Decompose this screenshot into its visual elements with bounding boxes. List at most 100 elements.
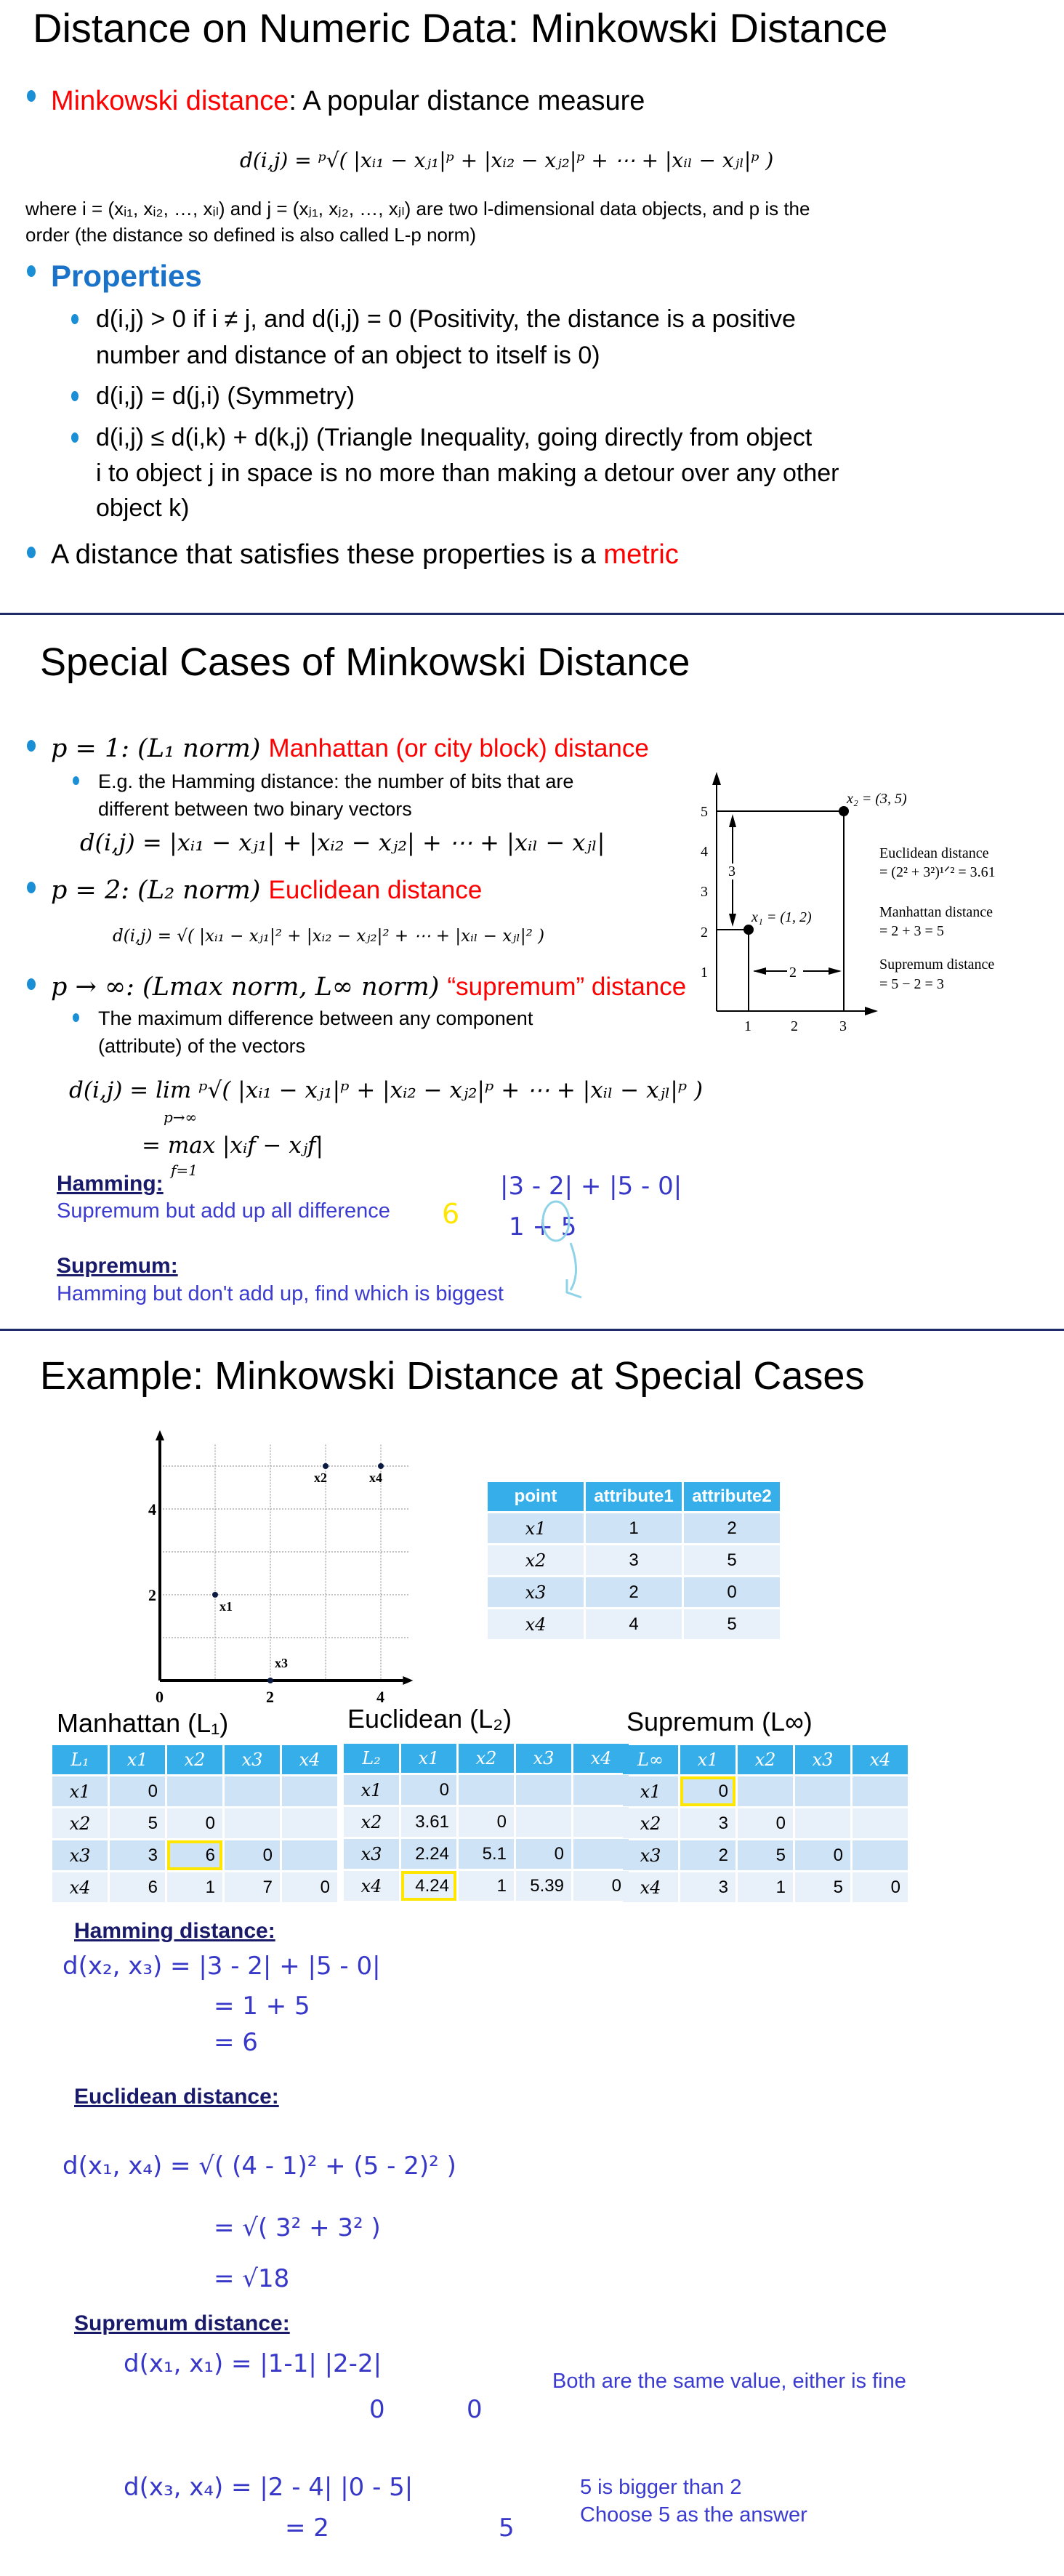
hamming-work-1: d(x₂, x₃) = |3 - 2| + |5 - 0| [63, 1952, 381, 1981]
table-cell: 0 [225, 1840, 280, 1870]
bullet-icon [71, 432, 78, 443]
handwritten-six: 6 [442, 1198, 460, 1230]
x-arrow-icon [865, 1007, 878, 1015]
table-cell: 0 [167, 1808, 222, 1838]
bullet-icon [27, 90, 36, 102]
table-cell: 0 [516, 1839, 571, 1869]
table-cell: x4 [52, 1872, 108, 1902]
column-header: x4 [573, 1744, 629, 1773]
property-triangle-2: i to object j in space is no more than m… [96, 459, 839, 487]
table-cell: 0 [401, 1775, 456, 1805]
figure-label: 2 [791, 1018, 798, 1034]
table-cell: 0 [795, 1840, 850, 1870]
section-divider [0, 1329, 1064, 1331]
figure-label: Supremum distance [879, 957, 994, 973]
figure-label: = (2² + 3²)¹ᐟ² = 3.61 [879, 864, 996, 880]
bullet-icon [71, 391, 78, 401]
table-cell [459, 1775, 514, 1805]
supremum-note-3: Choose 5 as the answer [580, 2503, 807, 2527]
table-cell: 0 [282, 1872, 337, 1902]
text: : A popular distance measure [289, 86, 645, 116]
figure-label: Manhattan distance [879, 904, 993, 920]
table-cell: 6 [110, 1872, 165, 1902]
x-arrow-icon [403, 1676, 414, 1685]
figure-label: 4 [701, 844, 708, 860]
column-header: point [488, 1482, 584, 1511]
table-cell: 5 [110, 1808, 165, 1838]
supremum-work-1b: 0 [467, 2395, 483, 2424]
fig-x2-label: x₂ = (3, 5) [846, 791, 907, 807]
table-cell [225, 1776, 280, 1806]
table-cell: 3 [110, 1840, 165, 1870]
text: A distance that satisfies these properti… [51, 539, 604, 570]
y-tick-label: 2 [148, 1586, 156, 1604]
euclidean-distance-label: Euclidean distance: [74, 2085, 279, 2109]
y-tick-label: 4 [148, 1500, 156, 1518]
column-header: L∞ [623, 1745, 678, 1774]
table-cell: x4 [488, 1609, 584, 1639]
table-cell: 5 [684, 1609, 780, 1639]
table-cell: 2.24 [401, 1839, 456, 1869]
point-label: x4 [369, 1470, 382, 1485]
fig-x1-label: x₁ = (1, 2) [751, 909, 812, 925]
data-point [323, 1463, 329, 1469]
table-cell: 0 [459, 1807, 514, 1837]
case-p1: p = 1: (L₁ norm) Manhattan (or city bloc… [51, 734, 649, 763]
supremum-work-2a: = 2 [285, 2513, 329, 2543]
column-header: x3 [516, 1744, 571, 1773]
table-cell: 6 [167, 1840, 222, 1870]
point-label: x2 [314, 1470, 327, 1485]
table-cell: 3 [586, 1545, 682, 1575]
table-cell: 5 [795, 1872, 850, 1902]
table-cell: x1 [488, 1513, 584, 1543]
table-cell [853, 1808, 908, 1838]
supremum-distance-label: Supremum distance: [74, 2311, 290, 2335]
figure-label: = 2 + 3 = 5 [879, 923, 944, 939]
table-cell [573, 1807, 629, 1837]
figure-label: Euclidean distance [879, 845, 989, 861]
data-point [267, 1678, 273, 1683]
column-header: L₁ [52, 1745, 108, 1774]
supremum-work-2b: 5 [499, 2513, 515, 2543]
lim-subscript: p→∞ [164, 1108, 198, 1126]
table-cell: 0 [110, 1776, 165, 1806]
table-cell: x4 [623, 1872, 678, 1902]
figure-label: = 5 − 2 = 3 [879, 976, 944, 992]
bullet-icon [27, 265, 36, 277]
table-cell: x2 [344, 1807, 399, 1837]
table-cell: 5.39 [516, 1871, 571, 1901]
table-cell: 5 [684, 1545, 780, 1575]
max-formula: = max |xᵢf − xⱼf| [142, 1132, 323, 1159]
column-header: x4 [853, 1745, 908, 1774]
point-label: x1 [219, 1599, 233, 1614]
table-cell: x4 [344, 1871, 399, 1901]
section-divider [0, 613, 1064, 615]
supremum-note: Both are the same value, either is fine [552, 2370, 906, 2393]
supremum-note-2: 5 is bigger than 2 [580, 2476, 742, 2499]
circle-arrow-annotation [541, 1200, 582, 1299]
table-cell: 0 [738, 1808, 793, 1838]
table-cell: 2 [586, 1577, 682, 1607]
bullet-icon [73, 1013, 79, 1022]
column-header: x1 [680, 1745, 735, 1774]
bullet-icon [27, 978, 36, 990]
term: “supremum” distance [447, 973, 687, 1001]
table-cell: 4.24 [401, 1871, 456, 1901]
minkowski-formula: d(i,j) = ᵖ√( |xᵢ₁ − xⱼ₁|ᵖ + |xᵢ₂ − xⱼ₂|ᵖ… [240, 148, 774, 172]
table-cell: 7 [225, 1872, 280, 1902]
where-text: where i = (xᵢ₁, xᵢ₂, …, xᵢₗ) and j = (xⱼ… [25, 198, 810, 220]
case-pinf: p → ∞: (Lmax norm, L∞ norm) “supremum” d… [51, 973, 686, 1002]
table-cell: 1 [167, 1872, 222, 1902]
point-x1 [743, 925, 754, 935]
max-subscript: f=1 [171, 1162, 198, 1179]
euclidean-formula: d(i,j) = √( |xᵢ₁ − xⱼ₁|² + |xᵢ₂ − xⱼ₂|² … [113, 927, 545, 946]
manhattan-formula: d(i,j) = |xᵢ₁ − xⱼ₁| + |xᵢ₂ − xⱼ₂| + ⋯ +… [80, 829, 605, 856]
